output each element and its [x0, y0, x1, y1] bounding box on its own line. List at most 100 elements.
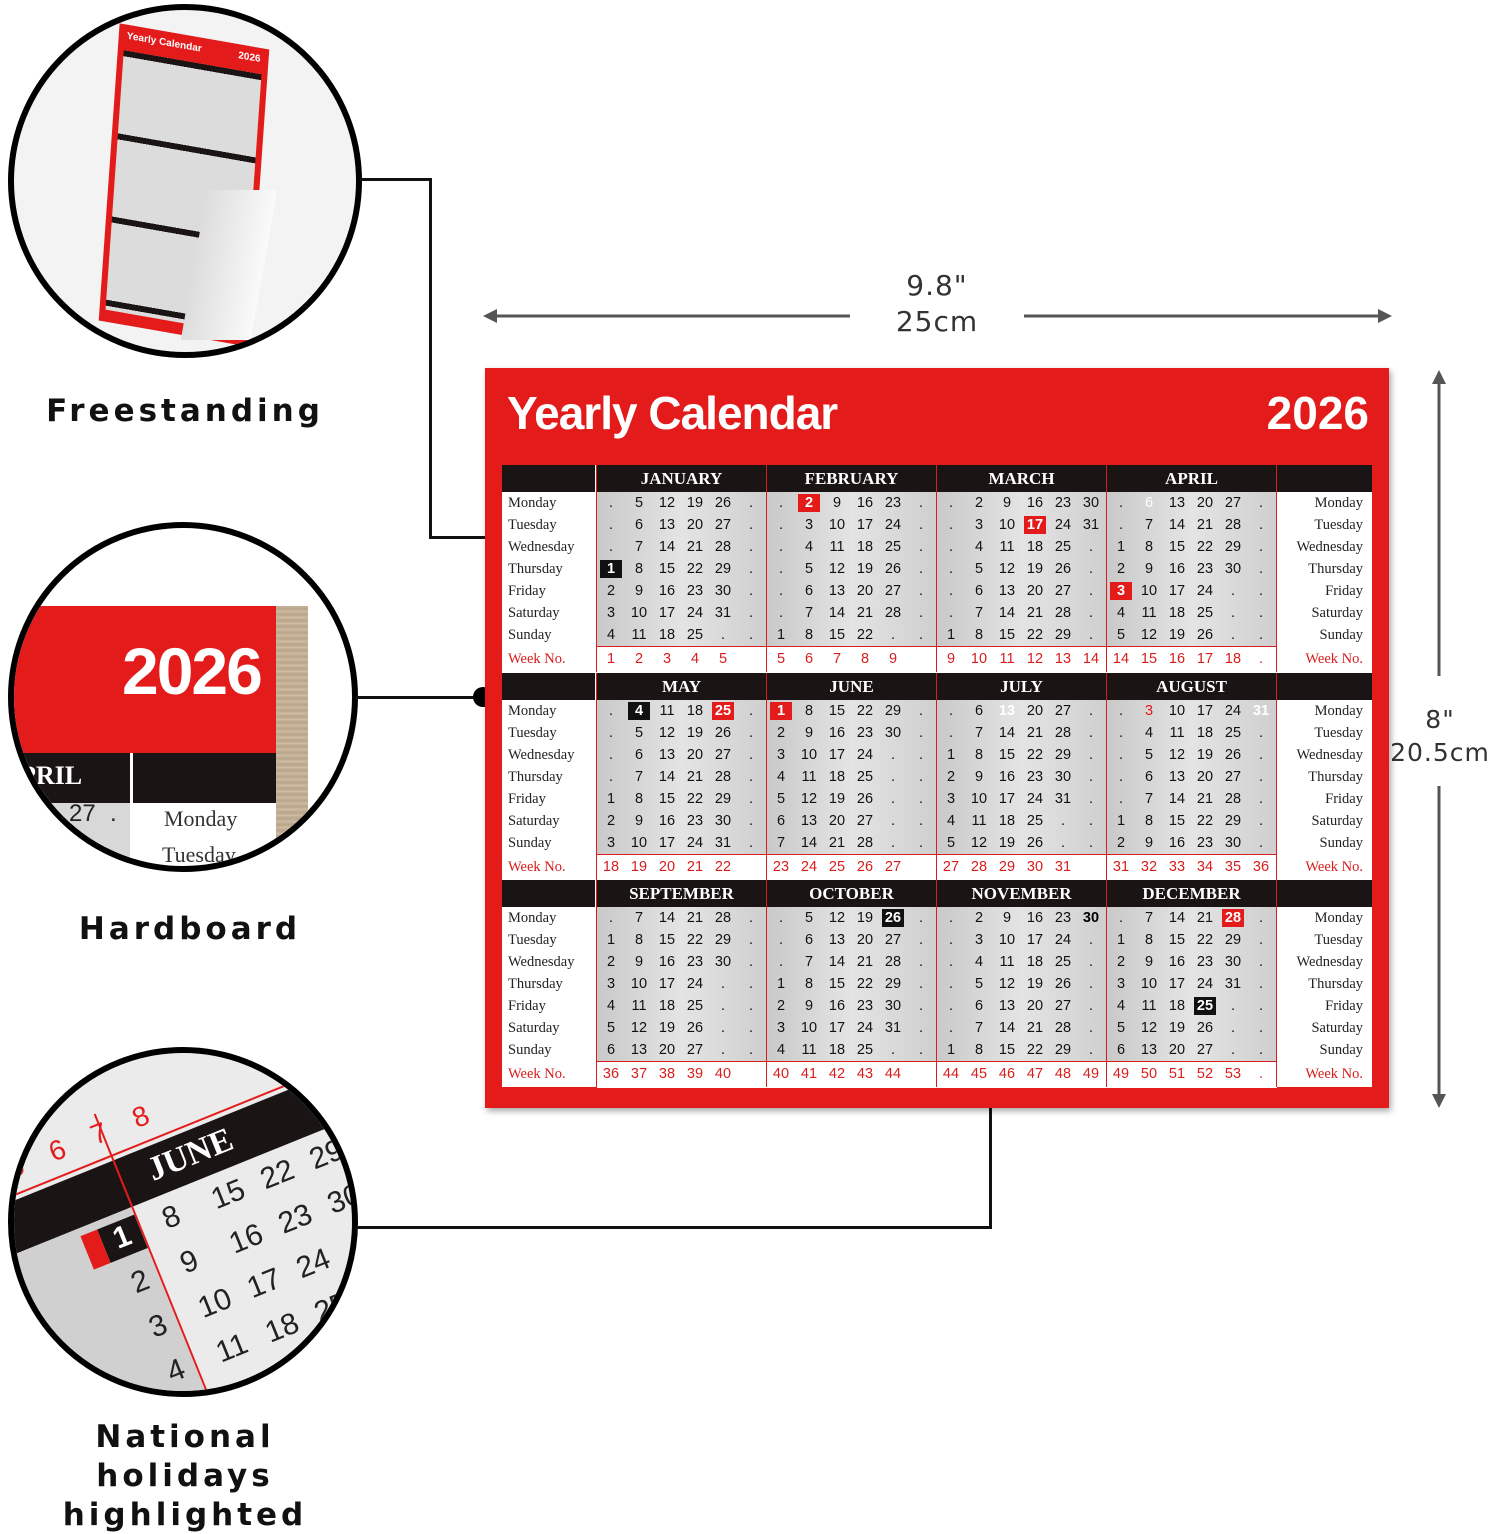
- date-cell: 4: [597, 995, 625, 1017]
- date-cell: .: [597, 907, 625, 929]
- date-cell: 20: [851, 580, 879, 602]
- month-header-may: MAY: [597, 673, 766, 700]
- day-label-saturday: Saturday: [1311, 810, 1363, 832]
- column-separator: [1106, 673, 1107, 880]
- date-cell: 16: [1021, 492, 1049, 514]
- date-cell: 24: [1049, 929, 1077, 951]
- date-cell: 11: [1135, 602, 1163, 624]
- date-cell: 21: [1191, 788, 1219, 810]
- date-cell: 8: [625, 558, 653, 580]
- date-cell: 18: [823, 766, 851, 788]
- highlighted-date: 25: [709, 700, 737, 722]
- day-label-wednesday: Wednesday: [1297, 744, 1363, 766]
- date-cell: 24: [851, 744, 879, 766]
- holidays-label-line1: National holidays: [0, 1418, 370, 1496]
- date-cell: 20: [823, 810, 851, 832]
- date-cell: .: [737, 492, 765, 514]
- week-number: 39: [681, 1062, 709, 1084]
- date-cell: 19: [1163, 1017, 1191, 1039]
- date-cell: 9: [625, 810, 653, 832]
- highlighted-date: 17: [1021, 514, 1049, 536]
- week-number: 7: [823, 647, 851, 669]
- date-cell: 23: [1191, 832, 1219, 854]
- date-cell: 23: [1191, 558, 1219, 580]
- holiday-zoom-date: 10: [193, 1282, 237, 1326]
- week-number: 35: [1219, 855, 1247, 877]
- date-cell: 2: [597, 951, 625, 973]
- freestanding-label: Freestanding: [30, 392, 340, 431]
- date-cell: 14: [1163, 907, 1191, 929]
- date-cell: 5: [625, 722, 653, 744]
- date-cell: 15: [823, 624, 851, 646]
- hardboard-month-zoom: PRIL: [20, 761, 82, 791]
- date-cell: 28: [1219, 514, 1247, 536]
- date-cell: .: [1247, 580, 1275, 602]
- date-cell: 9: [625, 580, 653, 602]
- date-cell: 16: [823, 722, 851, 744]
- date-cell: .: [737, 1017, 765, 1039]
- date-cell: 9: [1135, 832, 1163, 854]
- date-cell: 13: [653, 744, 681, 766]
- date-cell: 3: [965, 929, 993, 951]
- date-cell: 10: [795, 744, 823, 766]
- date-cell: 10: [625, 602, 653, 624]
- date-cell: 17: [851, 514, 879, 536]
- date-cell: 29: [1049, 624, 1077, 646]
- date-cell: 7: [1135, 907, 1163, 929]
- date-cell: 3: [1107, 973, 1135, 995]
- day-label-friday: Friday: [1325, 580, 1363, 602]
- date-cell: 1: [767, 624, 795, 646]
- date-cell: 2: [1107, 832, 1135, 854]
- holiday-zoom-date: 17: [242, 1262, 286, 1306]
- date-cell: 21: [681, 766, 709, 788]
- date-cell: 4: [597, 624, 625, 646]
- highlighted-date: 30: [1077, 907, 1105, 929]
- date-cell: 22: [681, 929, 709, 951]
- date-cell: 12: [1135, 624, 1163, 646]
- date-cell: .: [737, 722, 765, 744]
- date-cell: 5: [937, 832, 965, 854]
- date-cell: 21: [1021, 1017, 1049, 1039]
- day-label-thursday: Thursday: [1308, 973, 1363, 995]
- week-number: 44: [879, 1062, 907, 1084]
- header-bar-left: [502, 880, 595, 907]
- week-number: 12: [1021, 647, 1049, 669]
- day-label-saturday: Saturday: [508, 1017, 560, 1039]
- date-cell: 29: [1049, 744, 1077, 766]
- date-cell: .: [737, 536, 765, 558]
- date-cell: .: [1077, 1039, 1105, 1061]
- date-cell: 3: [767, 1017, 795, 1039]
- date-cell: 24: [681, 602, 709, 624]
- date-cell: .: [907, 929, 935, 951]
- date-cell: 21: [1191, 514, 1219, 536]
- date-cell: .: [1107, 700, 1135, 722]
- date-cell: 4: [795, 536, 823, 558]
- date-cell: .: [1247, 492, 1275, 514]
- date-cell: .: [879, 1039, 907, 1061]
- date-cell: 14: [1163, 788, 1191, 810]
- week-number: 53: [1219, 1062, 1247, 1084]
- date-cell: 8: [1135, 810, 1163, 832]
- date-cell: .: [907, 744, 935, 766]
- date-cell: 29: [1219, 536, 1247, 558]
- date-cell: .: [737, 951, 765, 973]
- date-cell: 17: [1163, 580, 1191, 602]
- column-separator: [766, 465, 767, 672]
- date-cell: 4: [767, 1039, 795, 1061]
